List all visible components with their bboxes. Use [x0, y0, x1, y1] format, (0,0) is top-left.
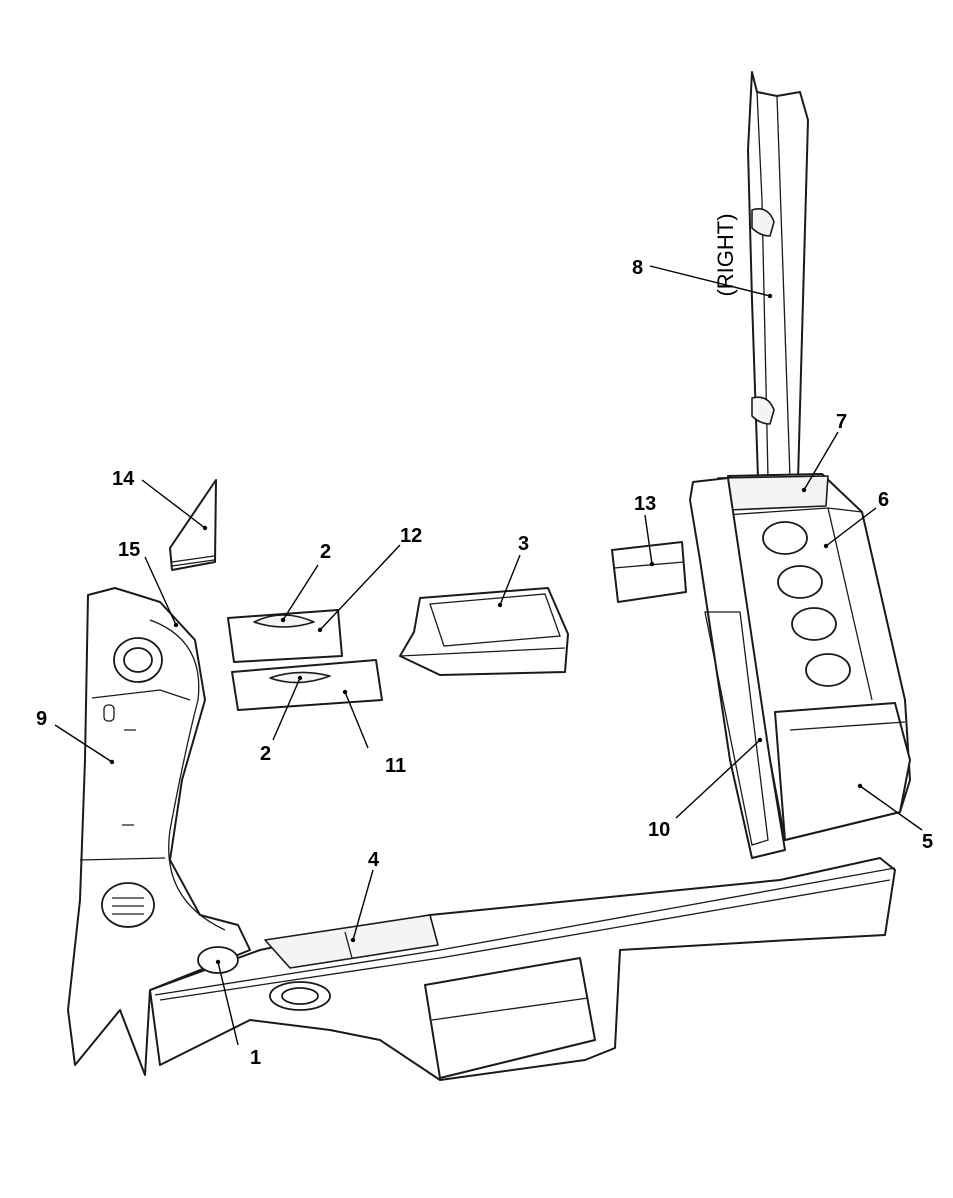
- part-14-card: [169, 479, 217, 571]
- callout-labels: 1 2 2 3 4 5 6 7 8 9 10 11 12 13 14 15: [36, 257, 933, 1069]
- part-11-lower-bin: [231, 659, 383, 711]
- callout-6: 6: [878, 489, 889, 511]
- part-13-small-box: [611, 541, 687, 603]
- callout-9: 9: [36, 708, 47, 730]
- part-6-rear-quarter-trim: [717, 473, 911, 841]
- callout-12: 12: [400, 525, 422, 547]
- callout-2-upper: 2: [320, 541, 331, 563]
- callout-11: 11: [385, 755, 406, 777]
- callout-15: 15: [118, 539, 140, 561]
- leader-lines: [54, 265, 923, 1046]
- callout-14: 14: [112, 468, 135, 490]
- callout-4: 4: [368, 849, 380, 871]
- callout-10: 10: [648, 819, 670, 841]
- callout-3: 3: [518, 533, 529, 555]
- part-8-pillar-trim: [747, 71, 809, 481]
- part-4-sill-plate: [149, 857, 896, 1081]
- callout-8: 8: [632, 257, 643, 279]
- right-side-note: (RIGHT): [713, 213, 738, 296]
- callout-7: 7: [836, 411, 847, 433]
- part-9-left-side-panel: [67, 587, 251, 1076]
- callout-5: 5: [922, 831, 933, 853]
- part-3-storage-tray: [399, 587, 569, 676]
- callout-13: 13: [634, 493, 656, 515]
- part-10-inner-panel: [689, 477, 786, 859]
- callout-2-lower: 2: [260, 743, 271, 765]
- callout-1: 1: [250, 1047, 261, 1069]
